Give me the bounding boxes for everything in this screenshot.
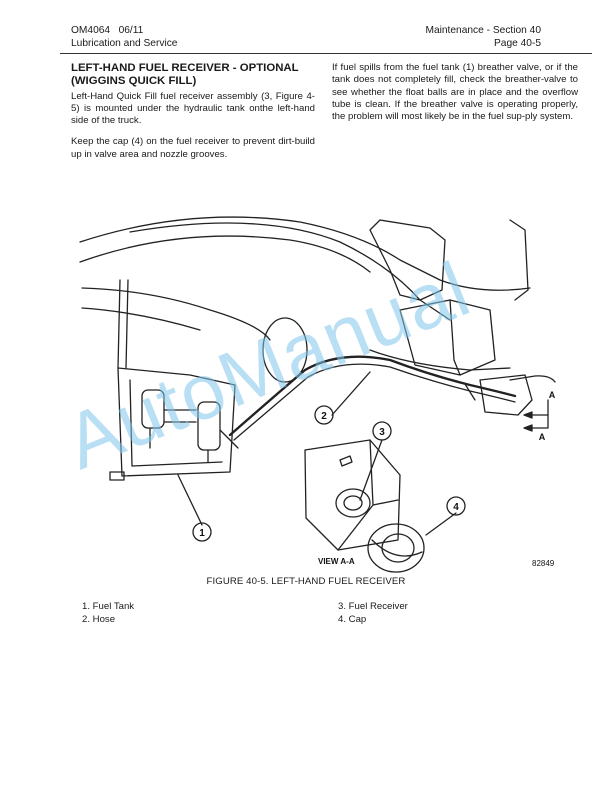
right-bracket (369, 219, 446, 301)
receiver-nozzle-outer (335, 488, 371, 518)
tank-fittings (149, 409, 209, 463)
section-title: Maintenance - Section 40 (425, 25, 541, 36)
section-mark-lower: A (539, 432, 546, 442)
receiver-box-edge (337, 439, 399, 551)
section-heading: LEFT-HAND FUEL RECEIVER - OPTIONAL (WIGG… (71, 62, 315, 88)
legend-item-cap: 4. Cap (338, 613, 367, 625)
page-header-right: Maintenance - Section 40 Page 40-5 (425, 25, 541, 50)
right-column: If fuel spills from the fuel tank (1) br… (332, 62, 578, 132)
figure-caption: FIGURE 40-5. LEFT-HAND FUEL RECEIVER (206, 576, 406, 587)
callout-1-circle (192, 522, 212, 542)
callout-2-leader (331, 371, 371, 416)
frame-lower-right (369, 349, 511, 371)
valve-tube (509, 375, 556, 383)
section-arrow-lower (531, 414, 549, 429)
callout-4-leader (425, 512, 457, 536)
frame-outer-curve (129, 222, 451, 321)
document-id: OM4064 06/11 (71, 25, 144, 36)
left-column: LEFT-HAND FUEL RECEIVER - OPTIONAL (WIGG… (71, 62, 315, 170)
legend-item-hose: 2. Hose (82, 613, 116, 625)
hose-clamp-right (464, 383, 476, 401)
legend-item-fuel-receiver: 3. Fuel Receiver (338, 601, 408, 612)
paragraph-3: If fuel spills from the fuel tank (1) br… (332, 62, 578, 123)
cap-outer (367, 523, 425, 573)
heading-line-2: (WIGGINS QUICK FILL) (71, 74, 197, 87)
fuel-tank-outline (117, 367, 236, 477)
paragraph-2: Keep the cap (4) on the fuel receiver to… (71, 136, 315, 160)
section-arrow-upper (531, 399, 549, 416)
page-number: Page 40-5 (493, 37, 541, 49)
callout-3-label: 3 (379, 427, 385, 438)
left-post (117, 279, 129, 369)
cap-band (371, 539, 423, 557)
receiver-nozzle-inner (343, 495, 363, 511)
callout-4-circle (446, 496, 466, 516)
paragraph-1: Left-Hand Quick Fill fuel receiver assem… (71, 90, 315, 127)
valve-box (479, 374, 533, 416)
callout-2-circle (314, 405, 334, 425)
fuel-receiver-illustration: 1 2 3 4 A A VIEW A-A 82849 (79, 216, 556, 573)
header-divider (60, 53, 592, 54)
mount-block (399, 299, 496, 376)
callout-3-circle (372, 421, 392, 441)
legend-left: 1. Fuel Tank 2. Hose (82, 601, 134, 626)
legend-item-fuel-tank: 1. Fuel Tank (82, 601, 135, 612)
chapter-title: Lubrication and Service (71, 37, 178, 49)
left-rail-upper (81, 287, 271, 341)
upper-right-post (509, 219, 529, 301)
hose-clamp-left (219, 429, 239, 449)
breather-ring (262, 317, 308, 383)
view-label: VIEW A-A (318, 557, 355, 566)
tank-fitting-b (197, 401, 221, 451)
left-rail-lower (81, 307, 201, 331)
mount-block-face (449, 299, 461, 376)
fuel-hose-inner (233, 363, 516, 441)
frame-upper-curve (79, 235, 371, 273)
arrow-head-lower (523, 424, 533, 432)
tank-fitting-a (141, 389, 165, 429)
fuel-hose (228, 355, 517, 437)
frame-top-line (79, 216, 531, 291)
page-header-left: OM4064 06/11 Lubrication and Service (71, 25, 177, 50)
drawing-number: 82849 (532, 559, 555, 568)
tank-lower-clamp (109, 471, 125, 481)
receiver-box (304, 439, 401, 551)
arrow-head-upper (523, 411, 533, 419)
heading-line-1: LEFT-HAND FUEL RECEIVER - OPTIONAL (71, 62, 299, 74)
callout-1-leader (177, 474, 203, 526)
legend-right: 3. Fuel Receiver 4. Cap (338, 601, 408, 626)
fuel-tank-panel (129, 379, 223, 467)
section-mark-upper: A (549, 390, 556, 400)
callout-1-label: 1 (199, 528, 205, 539)
callout-2-label: 2 (321, 411, 327, 422)
receiver-mount (339, 455, 353, 467)
callout-4-label: 4 (453, 502, 459, 513)
